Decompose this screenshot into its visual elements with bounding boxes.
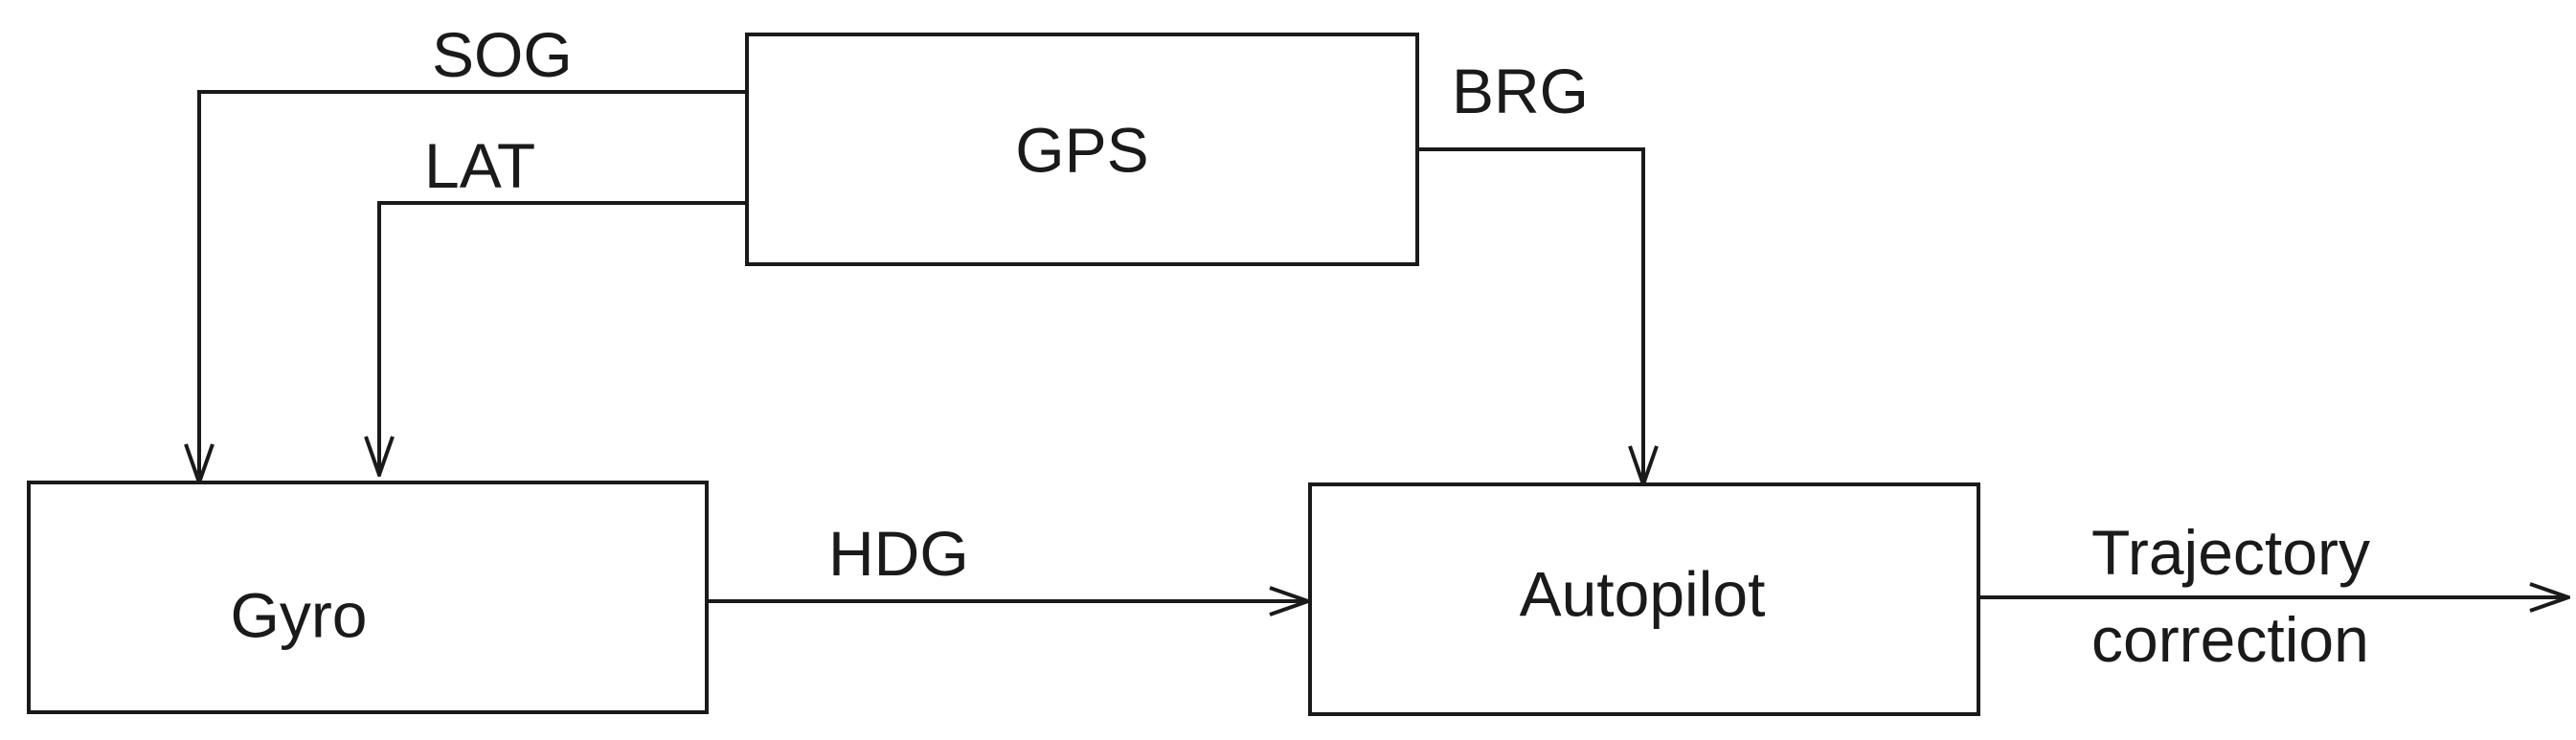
output-label-line1: Trajectory — [2091, 517, 2370, 588]
gyro-box — [27, 481, 709, 714]
sog-connector — [199, 90, 747, 482]
gyro-block: Gyro — [27, 481, 709, 714]
gyro-label: Gyro — [230, 579, 367, 650]
sog-label: SOG — [432, 19, 573, 90]
autopilot-box — [1308, 482, 1980, 716]
autopilot-block: Autopilot — [1308, 482, 1980, 716]
lat-label: LAT — [424, 130, 535, 201]
brg-connector — [1417, 147, 1643, 484]
hdg-label: HDG — [828, 518, 969, 589]
brg-label: BRG — [1452, 56, 1589, 126]
lat-connector — [379, 201, 747, 475]
gps-box — [745, 33, 1419, 266]
gps-label: GPS — [1015, 114, 1148, 185]
output-label-line2: correction — [2091, 604, 2369, 675]
gps-block: GPS — [745, 33, 1419, 266]
autopilot-label: Autopilot — [1520, 558, 1766, 629]
